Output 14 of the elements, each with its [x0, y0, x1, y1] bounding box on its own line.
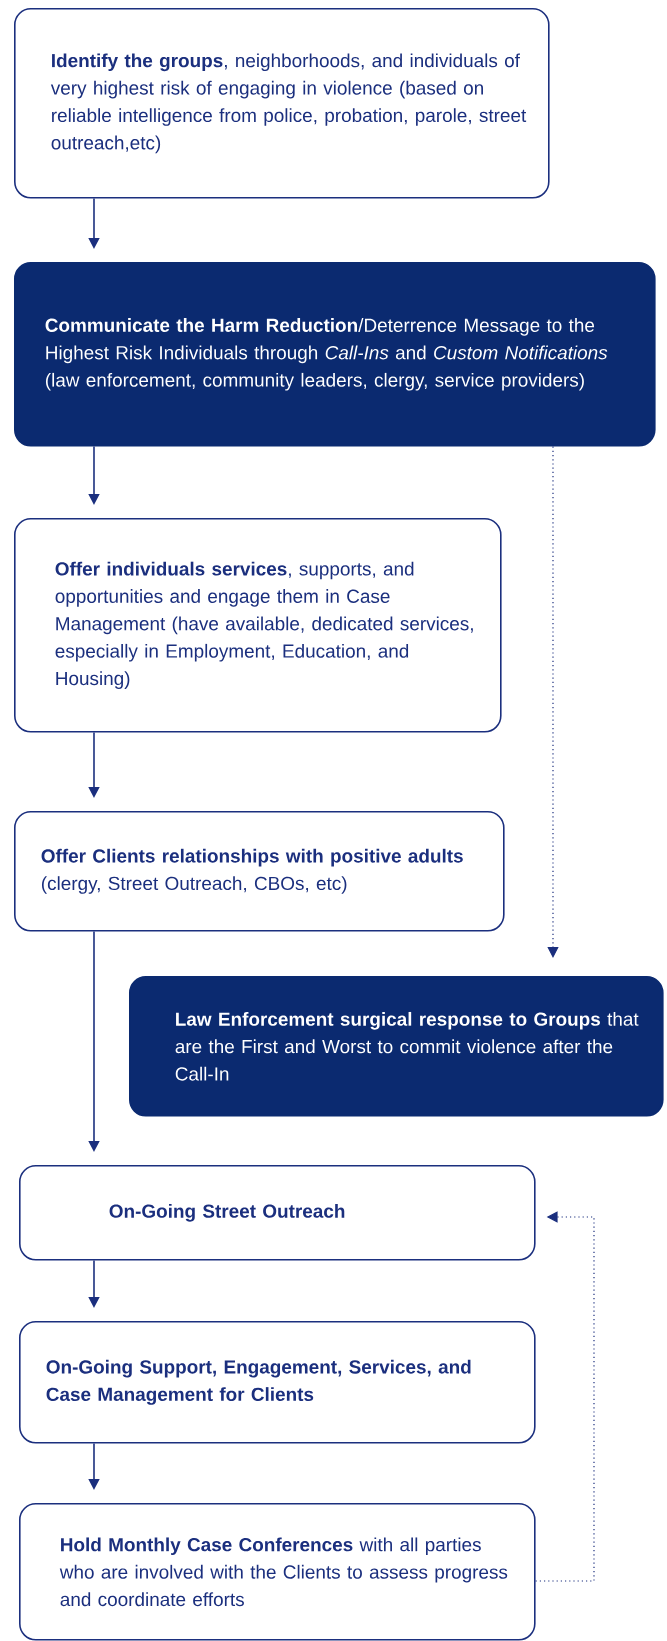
- arrow: [88, 445, 100, 505]
- highlight-box: Communicate the Harm Reduction/Deterrence Message to the Highest Risk Individuals through Call-Ins and Custom Notifications (law enforcement, community leaders, clergy, service providers): [14, 262, 656, 447]
- process-box: Hold Monthly Case Conferences with all parties who are involved with the Clients to assess progress and coordinate efforts: [19, 1503, 536, 1641]
- arrow: [88, 197, 100, 249]
- arrow: [535, 1211, 595, 1582]
- arrow: [547, 446, 559, 958]
- highlight-box: Law Enforcement surgical response to Groups that are the First and Worst to commit violence after the Call-In: [129, 976, 664, 1117]
- process-box: Offer Clients relationships with positive adults (clergy, Street Outreach, CBOs, etc): [14, 811, 505, 932]
- arrow: [88, 930, 100, 1152]
- process-box: Offer individuals services, supports, and opportunities and engage them in Case Management (have available, dedicated services, especially in Employment, Education, and Housing): [14, 518, 502, 733]
- process-box: On-Going Street Outreach: [19, 1165, 536, 1261]
- arrow: [88, 731, 100, 798]
- process-box: Identify the groups, neighborhoods, and individuals of very highest risk of engaging in violence (based on reliable intelligence from police, probation, parole, street outreach,etc): [14, 8, 550, 199]
- process-box: On-Going Support, Engagement, Services, and Case Management for Clients: [19, 1321, 536, 1444]
